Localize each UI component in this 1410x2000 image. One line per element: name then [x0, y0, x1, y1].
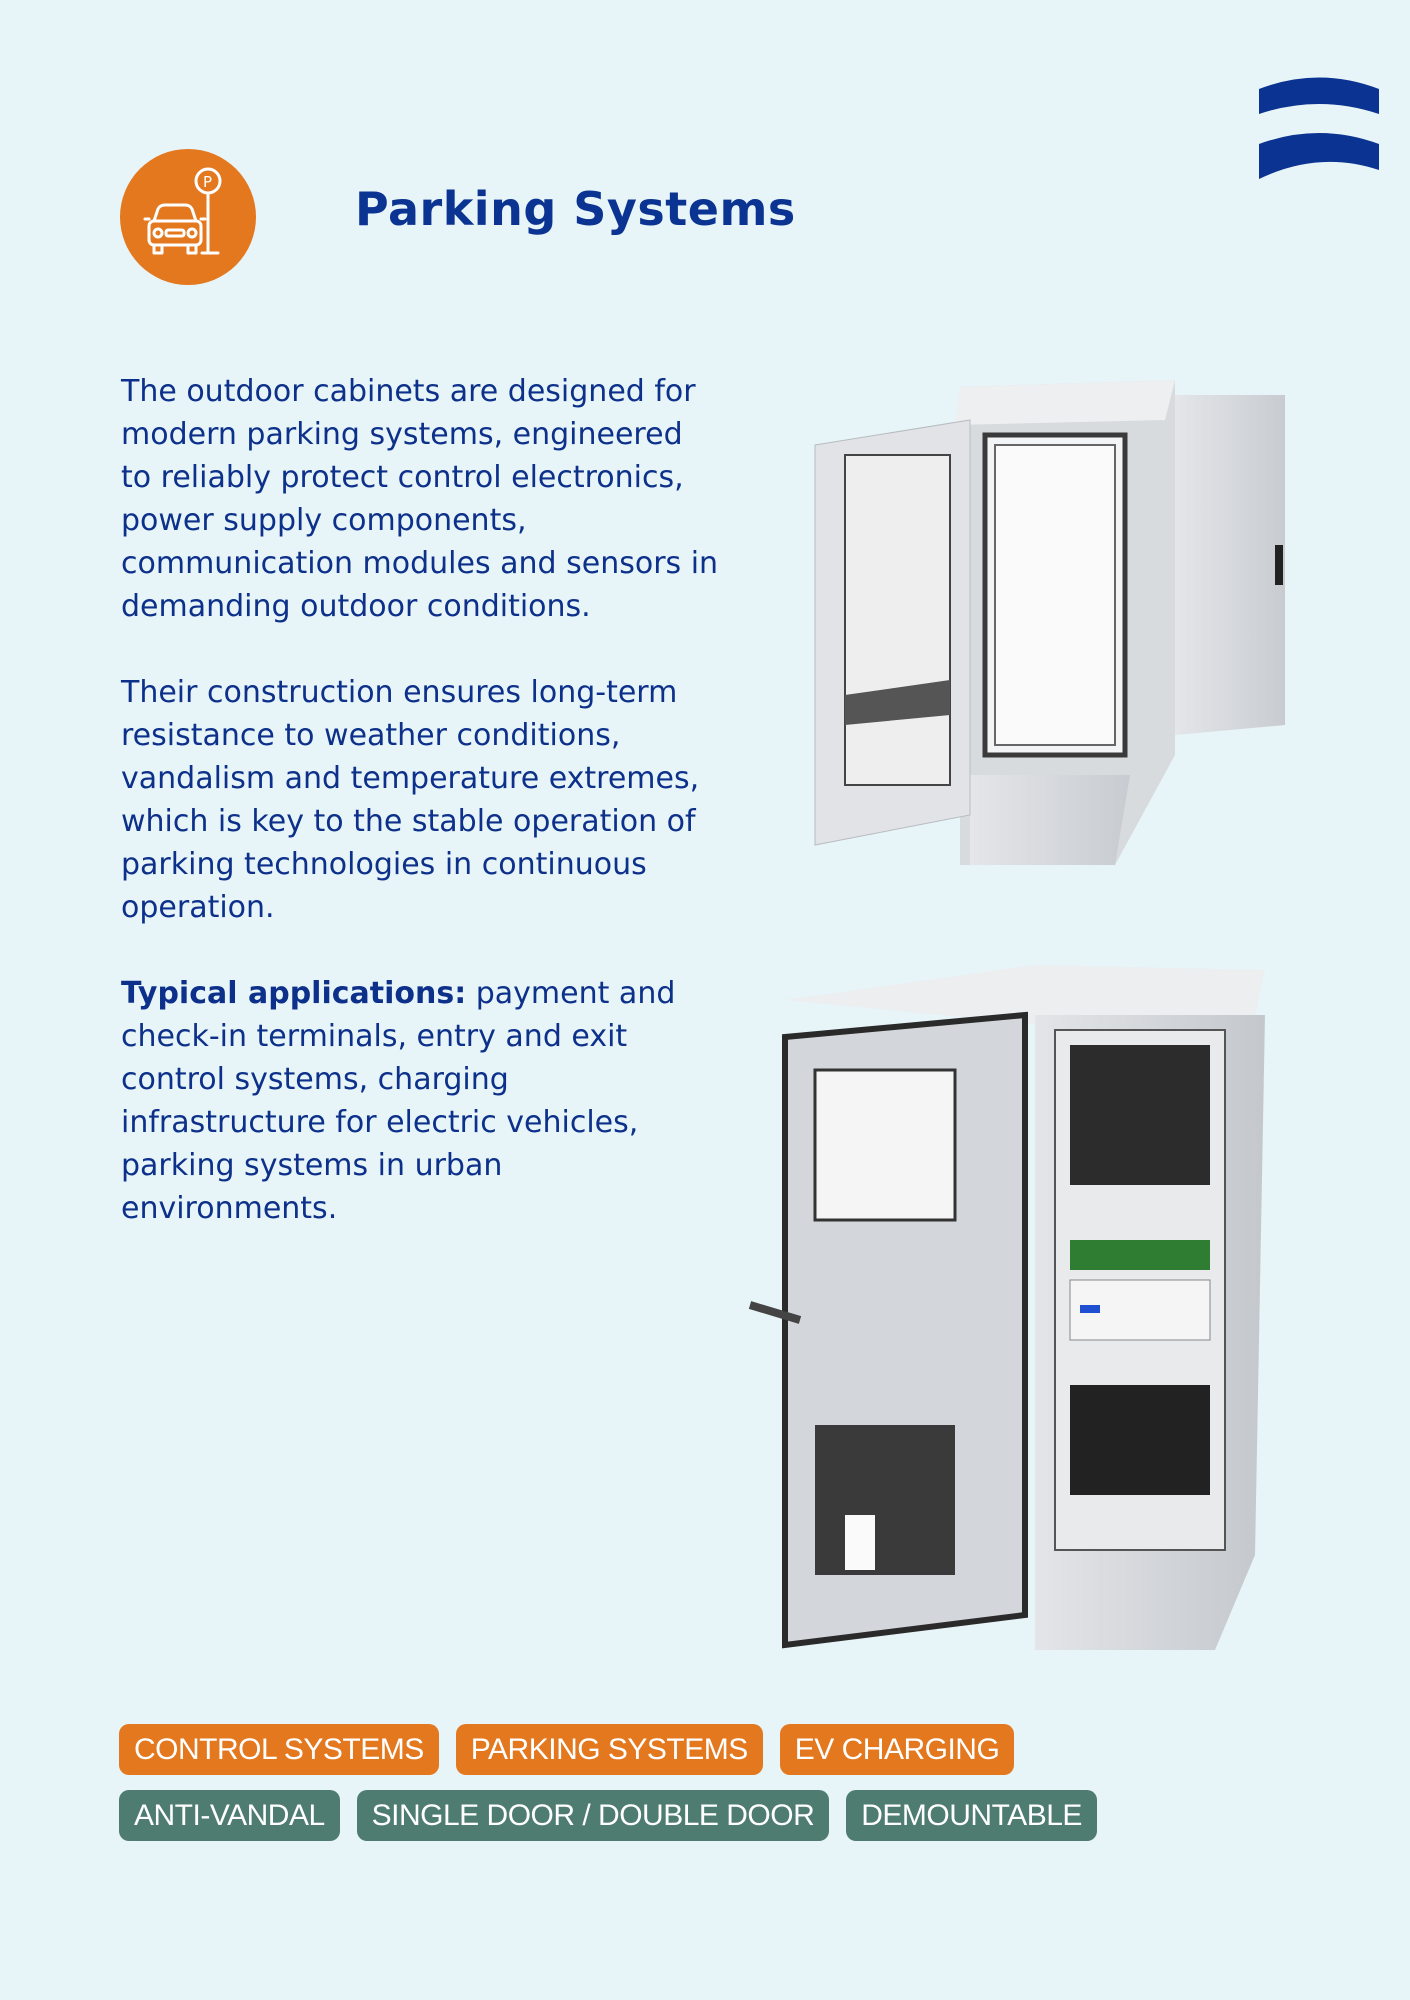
svg-text:P: P [203, 173, 212, 191]
car-parking-icon: P [143, 167, 222, 255]
tag-ev-charging: EV CHARGING [779, 1724, 1015, 1775]
tag-row-applications: CONTROL SYSTEMS PARKING SYSTEMS EV CHARG… [119, 1724, 1097, 1775]
cabinet-image-single-door [748, 965, 1265, 1650]
page-title: Parking Systems [355, 182, 796, 236]
tag-list: CONTROL SYSTEMS PARKING SYSTEMS EV CHARG… [119, 1724, 1097, 1856]
tag-control-systems: CONTROL SYSTEMS [119, 1724, 439, 1775]
tag-anti-vandal: ANTI-VANDAL [119, 1790, 340, 1841]
description: The outdoor cabinets are designed for mo… [121, 370, 721, 1273]
parking-icon-badge: P [120, 149, 256, 285]
description-paragraph-2: Their construction ensures long-term res… [121, 675, 700, 925]
description-paragraph-1: The outdoor cabinets are designed for mo… [121, 374, 719, 624]
tag-demountable: DEMOUNTABLE [846, 1790, 1097, 1841]
brand-logo [1259, 77, 1379, 179]
cabinet-image-double-door [814, 380, 1285, 865]
applications-label: Typical applications: [121, 976, 467, 1011]
applications-text: payment and check-in terminals, entry an… [121, 976, 676, 1226]
tag-door-options: SINGLE DOOR / DOUBLE DOOR [356, 1790, 830, 1841]
tag-row-features: ANTI-VANDAL SINGLE DOOR / DOUBLE DOOR DE… [119, 1790, 1097, 1841]
tag-parking-systems: PARKING SYSTEMS [455, 1724, 763, 1775]
applications-paragraph: Typical applications: payment and check-… [121, 972, 721, 1230]
